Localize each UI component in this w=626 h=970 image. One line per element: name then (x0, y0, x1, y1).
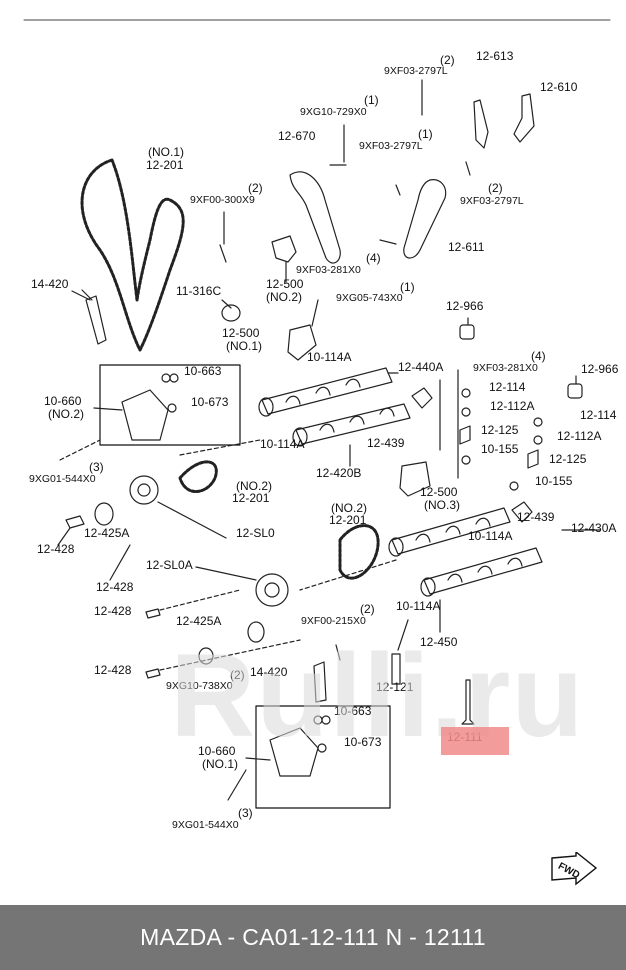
part-label: (NO.3) (424, 498, 460, 512)
part-label: (NO.1) (226, 339, 262, 353)
part-number-caption: MAZDA - CA01-12-111 N - 12111 (140, 924, 486, 950)
part-label: 12-428 (96, 580, 134, 594)
part-label: (4) (366, 251, 381, 265)
part-label: 9XG05-743X0 (336, 292, 403, 304)
part-label: (2) (248, 181, 263, 195)
part-label: 12-670 (278, 129, 316, 143)
part-label: 10-114A (260, 437, 305, 451)
camshaft-12-430a (391, 507, 511, 555)
part-label: 12-114 (580, 408, 617, 422)
footer-bar: MAZDA - CA01-12-111 N - 12111 (0, 905, 626, 970)
camshaft-12-450 (423, 547, 543, 595)
part-label: (2) (488, 181, 503, 195)
part-label: 12-428 (37, 542, 75, 556)
chain-guide-12-670 (289, 171, 341, 264)
timing-chain-no1 (80, 158, 185, 352)
part-label: 9XG01-544X0 (172, 819, 239, 831)
part-label: (1) (400, 280, 415, 294)
part-label: 12-SL0 (236, 526, 275, 540)
part-label: (4) (531, 349, 546, 363)
part-label: 12-114 (489, 380, 526, 394)
part-label: 12-611 (448, 240, 485, 254)
part-label: 12-500 (266, 277, 304, 291)
timing-chain-no2 (178, 460, 218, 493)
part-label: 9XF00-300X9 (190, 194, 255, 206)
part-label: 12-201 (146, 158, 184, 172)
part-label: 12-428 (94, 663, 132, 677)
highlighted-part-marker[interactable] (441, 727, 509, 755)
part-label: 12-425A (84, 526, 130, 540)
part-label: (3) (238, 806, 253, 820)
part-label: 14-420 (31, 277, 69, 291)
part-12-121 (391, 653, 401, 685)
part-label: (NO.2) (48, 407, 84, 421)
part-label: 10-660 (198, 744, 236, 758)
part-label: 12-439 (517, 510, 555, 524)
part-label: (1) (418, 127, 433, 141)
part-label: 12-SL0A (146, 558, 193, 572)
camshaft-12-420b (295, 403, 411, 445)
part-label: (NO.2) (266, 290, 302, 304)
part-label: (NO.2) (331, 501, 367, 515)
part-label: (NO.1) (202, 757, 238, 771)
part-label: (NO.1) (148, 145, 184, 159)
part-label: 9XG10-738X0 (166, 680, 233, 692)
part-label: 12-125 (549, 452, 587, 466)
part-label: 9XF03-281X0 (296, 264, 361, 276)
part-label: 9XF03-2797L (359, 140, 423, 152)
part-label: 12-440A (398, 360, 444, 374)
part-label: 12-966 (446, 299, 484, 313)
part-label: 10-155 (481, 442, 519, 456)
part-label: 10-114A (468, 529, 513, 543)
part-label: 12-500 (222, 326, 260, 340)
part-label: 12-613 (476, 49, 514, 63)
part-label: (2) (360, 602, 375, 616)
part-label: (3) (89, 460, 104, 474)
part-label: 12-500 (420, 485, 458, 499)
part-label: (2) (230, 668, 245, 682)
part-label: 12-425A (176, 614, 222, 628)
part-label: 10-673 (191, 395, 229, 409)
part-label: 12-121 (376, 680, 414, 694)
part-label: 9XG10-729X0 (300, 106, 367, 118)
part-label: 12-450 (420, 635, 458, 649)
part-label: 12-420B (316, 466, 362, 480)
chain-guide-12-611 (403, 179, 447, 259)
part-label: 10-663 (334, 704, 372, 718)
part-label: 12-610 (540, 80, 578, 94)
part-label: 9XF03-281X0 (473, 362, 538, 374)
part-label: 10-114A (396, 599, 441, 613)
part-12-111 (461, 679, 475, 725)
part-label: 12-201 (232, 491, 270, 505)
part-label: 12-201 (329, 513, 367, 527)
part-label: 12-125 (481, 423, 519, 437)
part-label: 12-439 (367, 436, 405, 450)
part-label: 10-673 (344, 735, 382, 749)
part-label: 12-966 (581, 362, 619, 376)
part-label: 9XF00-215X0 (301, 615, 366, 627)
part-label: (NO.2) (236, 479, 272, 493)
part-label: 12-112A (490, 399, 535, 413)
part-label: 11-316C (176, 284, 222, 298)
part-label: 10-660 (44, 394, 82, 408)
part-label: 14-420 (250, 665, 288, 679)
part-label: 9XF03-2797L (460, 195, 524, 207)
watermark: Rulli.ru (170, 630, 585, 762)
part-label: (1) (364, 93, 379, 107)
part-label: 10-155 (535, 474, 573, 488)
part-label: 10-114A (307, 350, 352, 364)
part-label: 12-428 (94, 604, 132, 618)
part-label: 9XF03-2797L (384, 65, 448, 77)
part-label: 12-112A (557, 429, 602, 443)
part-label: 12-430A (571, 521, 617, 535)
timing-chain-exploded-view (23, 19, 611, 809)
fwd-arrow-icon: FWD (551, 852, 598, 886)
part-label: (2) (440, 53, 455, 67)
part-label: 10-663 (184, 364, 222, 378)
camshaft-12-440a (261, 367, 393, 415)
part-label: 9XG01-544X0 (29, 473, 96, 485)
